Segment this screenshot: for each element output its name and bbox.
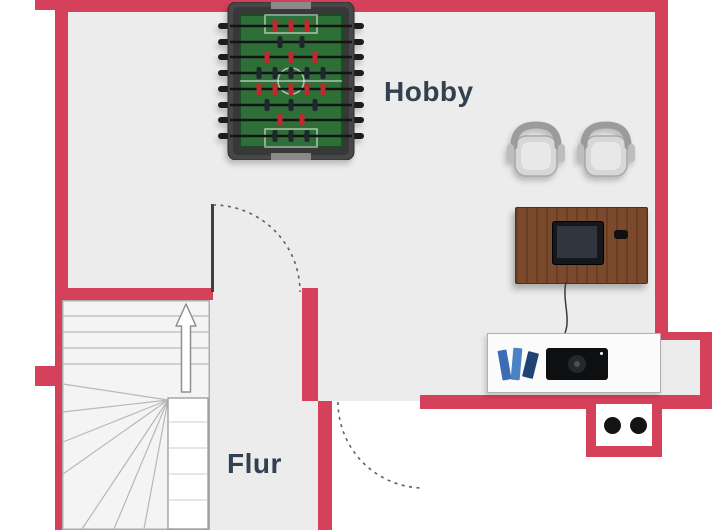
lowboard xyxy=(487,333,661,393)
wall-right-upper xyxy=(655,0,668,340)
chimney-flue-2 xyxy=(630,417,647,434)
office-chair-right xyxy=(576,120,636,184)
staircase xyxy=(62,300,210,530)
wall-flur-top xyxy=(55,288,213,300)
book-icon xyxy=(497,349,512,381)
foosball-table-icon xyxy=(218,1,364,161)
speaker-dot xyxy=(574,361,580,367)
staircase-icon xyxy=(62,300,210,530)
room-label-flur: Flur xyxy=(227,448,282,479)
wall-bottom xyxy=(420,395,712,409)
foosball-table xyxy=(218,1,364,161)
chimney-flue-1 xyxy=(604,417,621,434)
stairs-direction-arrow xyxy=(175,303,197,393)
floor-right-nook xyxy=(662,340,702,401)
foosball-handles xyxy=(218,23,364,139)
power-led xyxy=(600,352,603,355)
door-hobby-south-swing-arc xyxy=(337,401,425,489)
speaker-icon xyxy=(568,355,586,373)
chimney-inner xyxy=(596,404,652,446)
monitor-screen xyxy=(557,226,597,258)
chimney xyxy=(586,395,662,457)
stair-lower-flight xyxy=(167,397,209,530)
office-chair-icon xyxy=(507,121,565,177)
wall-top xyxy=(55,0,668,12)
monitor-icon xyxy=(552,221,604,265)
wall-right-lower xyxy=(700,332,712,409)
wall-left-tab-top xyxy=(35,0,55,10)
office-chair-icon xyxy=(577,121,635,177)
book-icon xyxy=(510,347,523,381)
desk xyxy=(515,207,648,284)
wall-flur-right xyxy=(318,401,332,530)
wall-mid-vertical xyxy=(302,288,318,401)
wall-left-tab xyxy=(35,366,55,386)
office-chair-left xyxy=(506,120,566,184)
room-label-hobby: Hobby xyxy=(384,76,474,107)
wall-right-step xyxy=(655,332,712,340)
media-device-icon xyxy=(546,348,608,380)
foosball-players xyxy=(256,20,326,142)
book-icon xyxy=(522,351,539,379)
door-hobby-flur-leaf xyxy=(211,204,214,292)
mouse-icon xyxy=(614,230,628,239)
